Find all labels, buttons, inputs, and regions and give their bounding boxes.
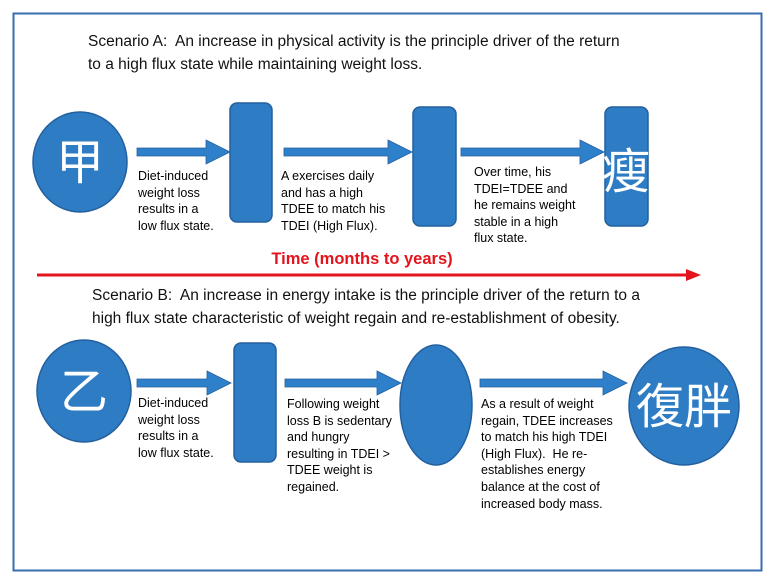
scenario-b-step-3-text: As a result of weight regain, TDEE incre… <box>481 396 613 512</box>
step-text-line: flux state. <box>474 231 528 246</box>
scenario-a-step-1-text: Diet-induced weight loss results in a lo… <box>138 168 214 234</box>
subject-a-circle <box>32 111 128 213</box>
scenario-a-outcome-box <box>604 106 649 227</box>
scenario-a-outcome-glyph: 瘦 <box>602 144 650 200</box>
step-text-line: TDEI (High Flux). <box>281 218 378 233</box>
step-text-line: and has a high <box>281 185 364 200</box>
step-text-line: he remains weight <box>474 198 576 213</box>
step-text-line: Over time, his <box>474 165 552 179</box>
step-text-line: results in a <box>138 202 199 217</box>
step-text-line: increased body mass. <box>481 496 603 511</box>
scenario-b-step-1-text: Diet-induced weight loss results in a lo… <box>138 395 214 461</box>
scenario-b-description: Scenario B: An increase in energy intake… <box>92 284 640 330</box>
scenario-b-arrow-3 <box>479 370 628 396</box>
timeline-arrow-head <box>686 269 701 281</box>
scenario-b-stage-ellipse <box>399 344 473 466</box>
step-text-line: TDEE weight is <box>287 463 373 478</box>
step-text-line: weight loss <box>138 185 200 200</box>
step-text-line: Diet-induced <box>138 396 209 410</box>
step-text-line: regain, TDEE increases <box>481 413 613 428</box>
scenario-b-outcome-glyph: 復胖 <box>636 379 732 435</box>
scenario-a-step-2-text: A exercises daily and has a high TDEE to… <box>281 168 385 234</box>
scenario-a-stage-box-2 <box>412 106 457 227</box>
step-text-line: (High Flux). He re- <box>481 446 588 461</box>
scenario-b-arrow-2 <box>284 370 402 396</box>
step-text-line: stable in a high <box>474 214 559 229</box>
step-text-line: weight loss <box>138 412 200 427</box>
scenario-a-arrow-1 <box>136 139 231 165</box>
scenario-a-arrow-2 <box>283 139 413 165</box>
subject-b-glyph: 乙 <box>60 364 108 420</box>
step-text-line: TDEE to match his <box>281 202 386 217</box>
step-text-line: loss B is sedentary <box>287 413 392 428</box>
step-text-line: results in a <box>138 429 199 444</box>
scenario-b-description-line: high flux state characteristic of weight… <box>92 310 620 327</box>
step-text-line: A exercises daily <box>281 169 375 183</box>
step-text-line: low flux state. <box>138 445 214 460</box>
timeline-label: Time (months to years) <box>271 250 453 268</box>
scenario-a-description-line: Scenario A: An increase in physical acti… <box>88 33 620 50</box>
step-text-line: and hungry <box>287 430 350 445</box>
step-text-line: Following weight <box>287 397 380 411</box>
outer-frame <box>12 12 763 572</box>
scenario-a-step-3-text: Over time, his TDEI=TDEE and he remains … <box>474 164 575 247</box>
scenario-b-description-line: Scenario B: An increase in energy intake… <box>92 287 640 304</box>
scenario-b-outcome-circle <box>628 346 740 466</box>
subject-a-glyph: 甲 <box>56 135 104 191</box>
step-text-line: regained. <box>287 479 340 494</box>
scenario-b-step-2-text: Following weight loss B is sedentary and… <box>287 396 392 496</box>
scenario-a-description-line: to a high flux state while maintaining w… <box>88 56 423 73</box>
scenario-a-stage-box-1 <box>229 102 273 223</box>
scenario-a-arrow-3 <box>460 139 605 165</box>
step-text-line: Diet-induced <box>138 169 209 183</box>
step-text-line: As a result of weight <box>481 397 594 411</box>
step-text-line: low flux state. <box>138 218 214 233</box>
scenario-b-stage-box-1 <box>233 342 277 463</box>
step-text-line: TDEI=TDEE and <box>474 181 568 196</box>
step-text-line: resulting in TDEI > <box>287 446 390 461</box>
step-text-line: balance at the cost of <box>481 479 600 494</box>
scenario-a-description: Scenario A: An increase in physical acti… <box>88 30 620 76</box>
subject-b-circle <box>36 339 132 443</box>
scenario-b-arrow-1 <box>136 370 232 396</box>
step-text-line: establishes energy <box>481 463 586 478</box>
step-text-line: to match his high TDEI <box>481 430 608 445</box>
